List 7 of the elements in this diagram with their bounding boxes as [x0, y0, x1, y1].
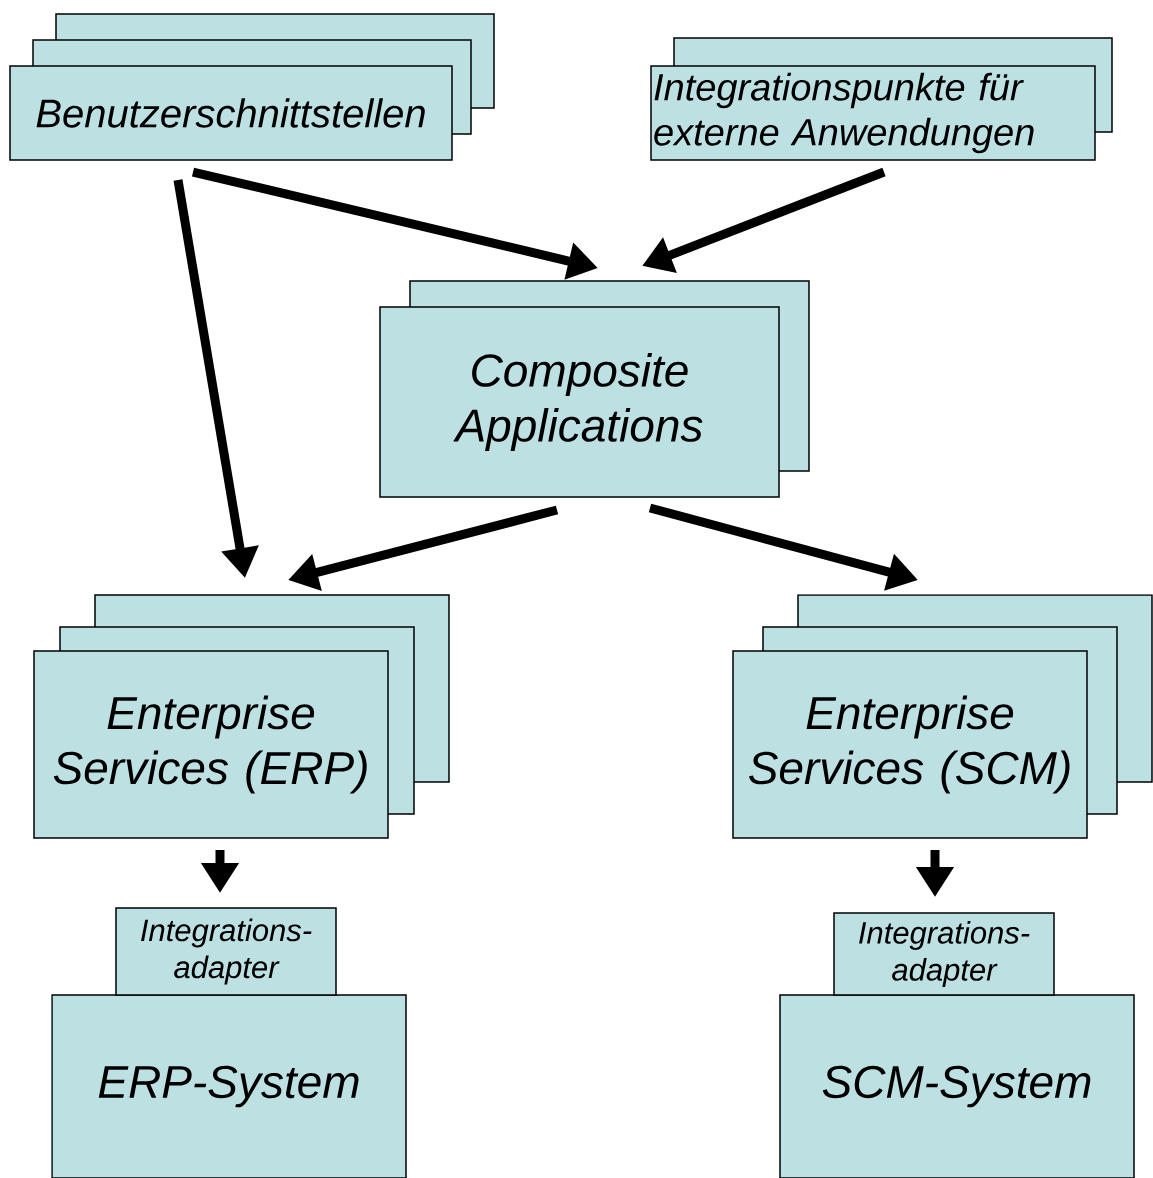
adapter-box: Integrations- adapter: [115, 907, 337, 996]
stacked-box: Integrationspunkte für externe Anwendungen: [650, 37, 1113, 161]
stacked-box: Enterprise Services (SCM): [732, 594, 1153, 839]
stacked-box: Composite Applications: [379, 280, 810, 498]
stacked-box: Benutzerschnittstellen: [9, 13, 495, 161]
adapter-box: Integrations- adapter: [833, 912, 1055, 996]
stacked-box: Enterprise Services (ERP): [33, 594, 450, 839]
